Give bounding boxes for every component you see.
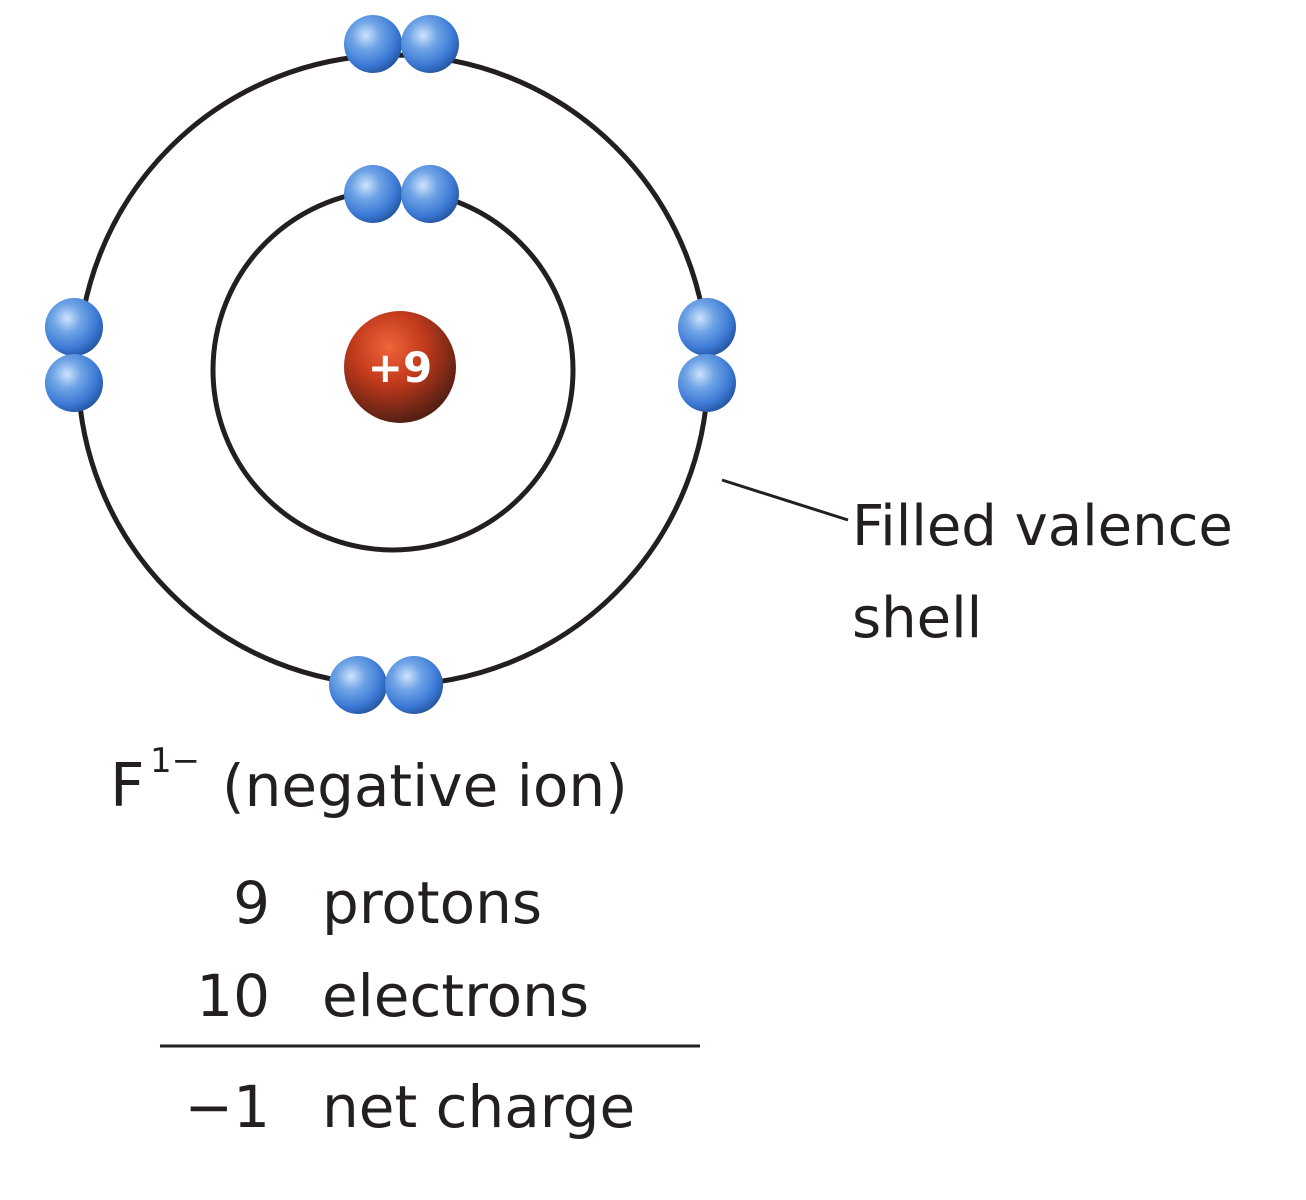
ion-symbol: F <box>110 751 145 821</box>
ion-label: F 1− (negative ion) <box>110 741 628 821</box>
valence-shell-electrons <box>45 15 736 714</box>
electron <box>401 165 459 223</box>
electron <box>344 165 402 223</box>
tally-result-label: net charge <box>322 1073 635 1141</box>
nucleus: +9 <box>344 311 456 423</box>
electron <box>344 15 402 73</box>
electron <box>401 15 459 73</box>
electron <box>678 354 736 412</box>
electron <box>329 656 387 714</box>
nucleus-charge-label: +9 <box>368 343 432 392</box>
electron <box>678 298 736 356</box>
callout-label-line2: shell <box>852 586 982 651</box>
ion-description: (negative ion) <box>222 752 628 820</box>
ion-charge-superscript: 1− <box>150 741 200 781</box>
charge-tally: 9 protons 10 electrons −1 net charge <box>160 869 700 1141</box>
electron <box>45 298 103 356</box>
tally-label: protons <box>322 869 542 937</box>
nucleus-sphere <box>344 311 456 423</box>
inner-shell-electrons <box>344 165 459 223</box>
electron <box>385 656 443 714</box>
tally-result-number: −1 <box>185 1073 271 1141</box>
electron <box>45 354 103 412</box>
tally-number: 9 <box>233 869 270 937</box>
tally-label: electrons <box>322 962 589 1030</box>
callout-leader-line <box>721 478 849 522</box>
callout-label-line1: Filled valence <box>852 494 1233 559</box>
tally-number: 10 <box>196 962 270 1030</box>
